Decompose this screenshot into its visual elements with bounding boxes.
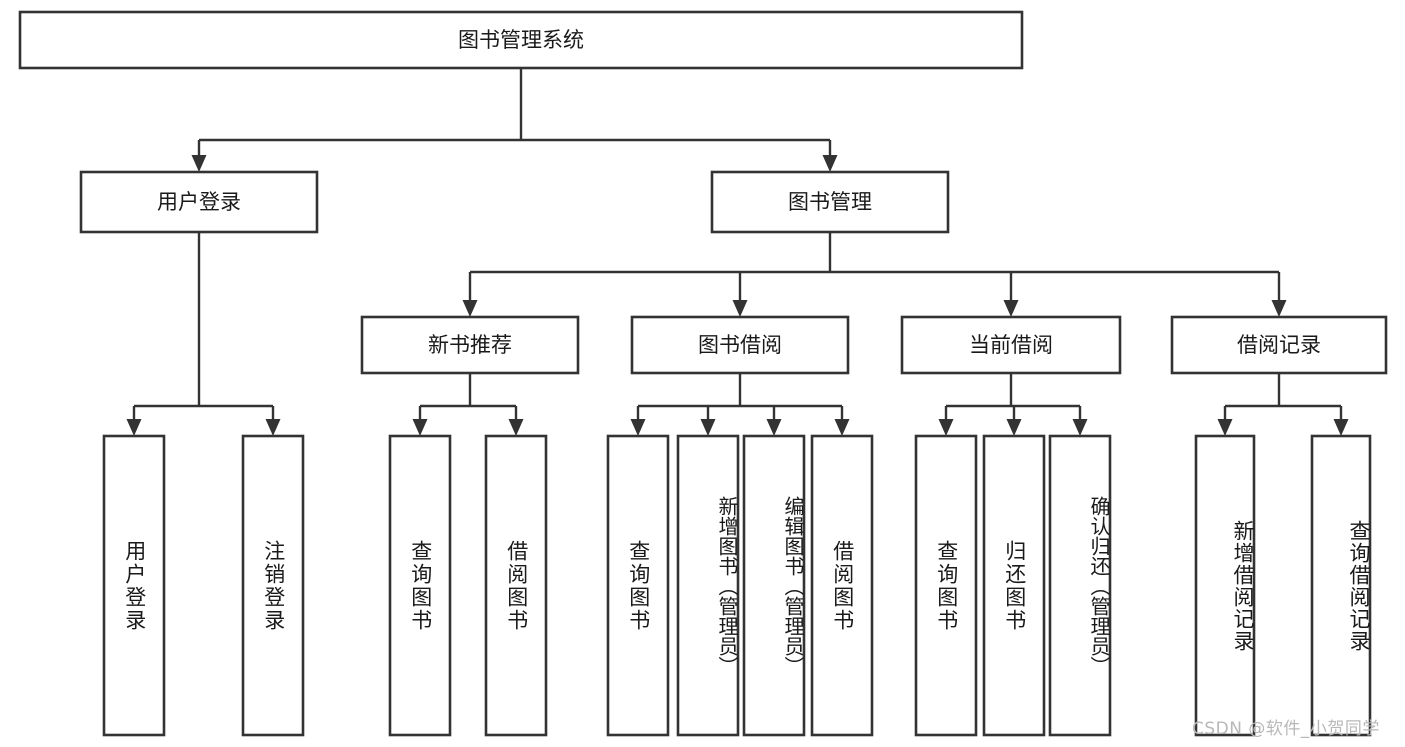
- node-label: 图书管理系统: [458, 28, 584, 52]
- arrow-head-icon: [822, 155, 838, 172]
- node-label: 图书借阅: [698, 333, 782, 357]
- node-user-login[interactable]: [79, 170, 319, 234]
- arrow-head-icon: [508, 419, 524, 436]
- node-current-borrow[interactable]: [900, 315, 1122, 375]
- arrow-head-icon: [1072, 419, 1088, 436]
- node-leaf-query-book-3[interactable]: [914, 434, 978, 737]
- node-leaf-add-book[interactable]: [676, 434, 740, 737]
- node-book-manage[interactable]: [710, 170, 950, 234]
- node-boxes-layer: [18, 10, 1388, 737]
- arrow-head-icon: [1271, 300, 1287, 317]
- arrow-head-icon: [1333, 419, 1349, 436]
- arrow-head-icon: [1003, 300, 1019, 317]
- node-leaf-query-book-2[interactable]: [606, 434, 670, 737]
- node-leaf-add-record[interactable]: [1194, 434, 1256, 737]
- node-label: 借阅记录: [1237, 333, 1321, 357]
- node-leaf-query-book-1[interactable]: [388, 434, 452, 737]
- arrow-head-icon: [700, 419, 716, 436]
- arrow-head-icon: [834, 419, 850, 436]
- node-leaf-return-book[interactable]: [982, 434, 1046, 737]
- node-label: 图书管理: [788, 190, 872, 214]
- node-label: 用户登录: [157, 190, 241, 214]
- node-borrow-record[interactable]: [1170, 315, 1388, 375]
- node-root[interactable]: [18, 10, 1024, 70]
- arrow-head-icon: [766, 419, 782, 436]
- node-leaf-logout[interactable]: [241, 434, 305, 737]
- node-leaf-borrow-book-2[interactable]: [810, 434, 874, 737]
- node-label: 新书推荐: [428, 333, 512, 357]
- node-leaf-edit-book[interactable]: [742, 434, 806, 737]
- arrow-head-icon: [1006, 419, 1022, 436]
- node-leaf-confirm-return[interactable]: [1048, 434, 1112, 737]
- node-leaf-user-login[interactable]: [102, 434, 166, 737]
- arrow-head-icon: [265, 419, 281, 436]
- arrow-head-icon: [1217, 419, 1233, 436]
- node-book-borrow[interactable]: [630, 315, 850, 375]
- arrow-head-icon: [630, 419, 646, 436]
- csdn-watermark: CSDN @软件_小贺同学: [1192, 719, 1380, 739]
- node-leaf-borrow-book-1[interactable]: [484, 434, 548, 737]
- arrow-head-icon: [412, 419, 428, 436]
- node-leaf-query-record[interactable]: [1310, 434, 1372, 737]
- arrow-head-icon: [126, 419, 142, 436]
- node-new-book-rec[interactable]: [360, 315, 580, 375]
- arrow-head-icon: [938, 419, 954, 436]
- arrow-head-icon: [191, 155, 207, 172]
- connectors-layer: [126, 68, 1349, 436]
- node-label: 当前借阅: [969, 333, 1053, 357]
- arrow-head-icon: [462, 300, 478, 317]
- arrow-head-icon: [732, 300, 748, 317]
